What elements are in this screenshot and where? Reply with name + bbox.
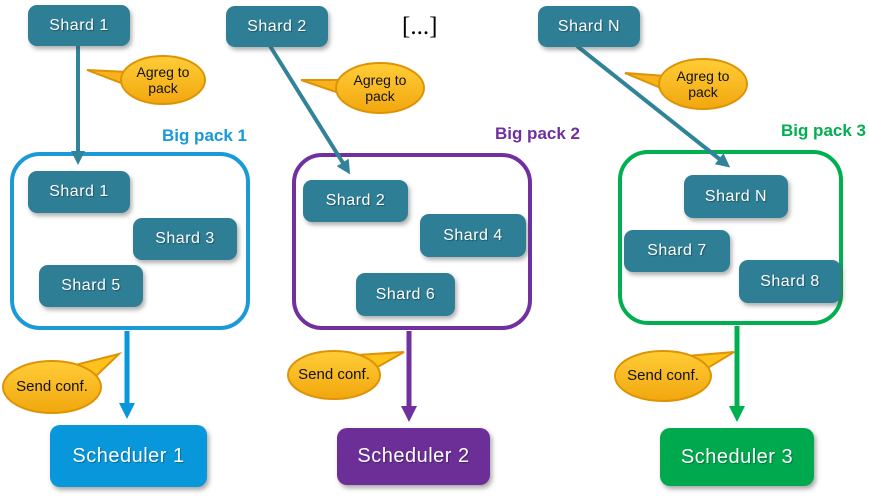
send-bubble-1-shape [2, 352, 123, 414]
scheduler-2-label: Scheduler 2 [357, 445, 470, 467]
pack1-shard-3-label: Shard 3 [155, 230, 215, 247]
top-shard-1-label: Shard 1 [49, 16, 109, 34]
agreg-bubble-3-shape [624, 58, 748, 110]
pack2-shard-6-label: Shard 6 [375, 285, 436, 303]
pack2-shard-4: Shard 4 [420, 214, 526, 257]
scheduler-1-box: Scheduler 1 [50, 425, 207, 487]
pack2-shard-4-label: Shard 4 [443, 226, 503, 244]
big-pack-2-container [292, 153, 532, 330]
agreg-bubble-2-text: Agreg to pack [353, 71, 407, 104]
send-bubble-3-text: Send conf. [627, 367, 699, 385]
pack1-shard-3: Shard 3 [133, 218, 237, 260]
pack3-shard-7: Shard 7 [624, 230, 730, 272]
pack1-shard-1-label: Shard 1 [49, 183, 109, 200]
top-shard-1: Shard 1 [28, 5, 130, 46]
send-bubble-1-text: Send conf. [16, 378, 88, 396]
big-pack-2-title: Big pack 2 [494, 124, 580, 143]
top-shard-n: Shard N [538, 6, 640, 47]
pack1-shard-5: Shard 5 [39, 265, 143, 307]
arrow-shard2-to-pack2 [268, 44, 351, 175]
pack3-shard-8: Shard 8 [739, 260, 841, 303]
agreg-bubble-2-shape [300, 62, 425, 114]
pack3-shard-n: Shard N [684, 175, 788, 218]
agreg-bubble-1-text: Agreg to pack [136, 63, 190, 96]
big-pack-1-title: Big pack 1 [161, 126, 247, 145]
agreg-bubble-3-text: Agreg to pack [676, 67, 730, 100]
send-bubble-2-text: Send conf. [298, 366, 370, 384]
pack2-shard-6: Shard 6 [356, 273, 455, 316]
ellipsis-more-shards: [...] [402, 13, 438, 40]
scheduler-3-box: Scheduler 3 [660, 428, 814, 486]
pack1-shard-1: Shard 1 [28, 171, 130, 213]
big-pack-3-container [618, 150, 843, 325]
pack3-shard-n-label: Shard N [704, 187, 768, 205]
pack2-shard-2: Shard 2 [303, 180, 408, 222]
big-pack-3-title: Big pack 3 [780, 121, 866, 140]
scheduler-2-box: Scheduler 2 [337, 428, 490, 485]
send-bubble-3-shape [614, 350, 735, 402]
send-bubble-2-shape [287, 350, 405, 400]
scheduler-3-label: Scheduler 3 [680, 445, 794, 468]
pack3-shard-7-label: Shard 7 [647, 242, 707, 259]
pack2-shard-2-label: Shard 2 [325, 192, 386, 209]
pack3-shard-8-label: Shard 8 [760, 272, 820, 290]
top-shard-2-label: Shard 2 [247, 17, 307, 35]
big-pack-1-container [10, 152, 250, 330]
arrow-shardN-to-pack3 [575, 44, 731, 168]
scheduler-1-label: Scheduler 1 [72, 444, 185, 467]
agreg-bubble-1-shape [86, 55, 206, 105]
top-shard-2: Shard 2 [226, 6, 328, 47]
pack1-shard-5-label: Shard 5 [61, 277, 121, 294]
top-shard-n-label: Shard N [557, 17, 621, 35]
